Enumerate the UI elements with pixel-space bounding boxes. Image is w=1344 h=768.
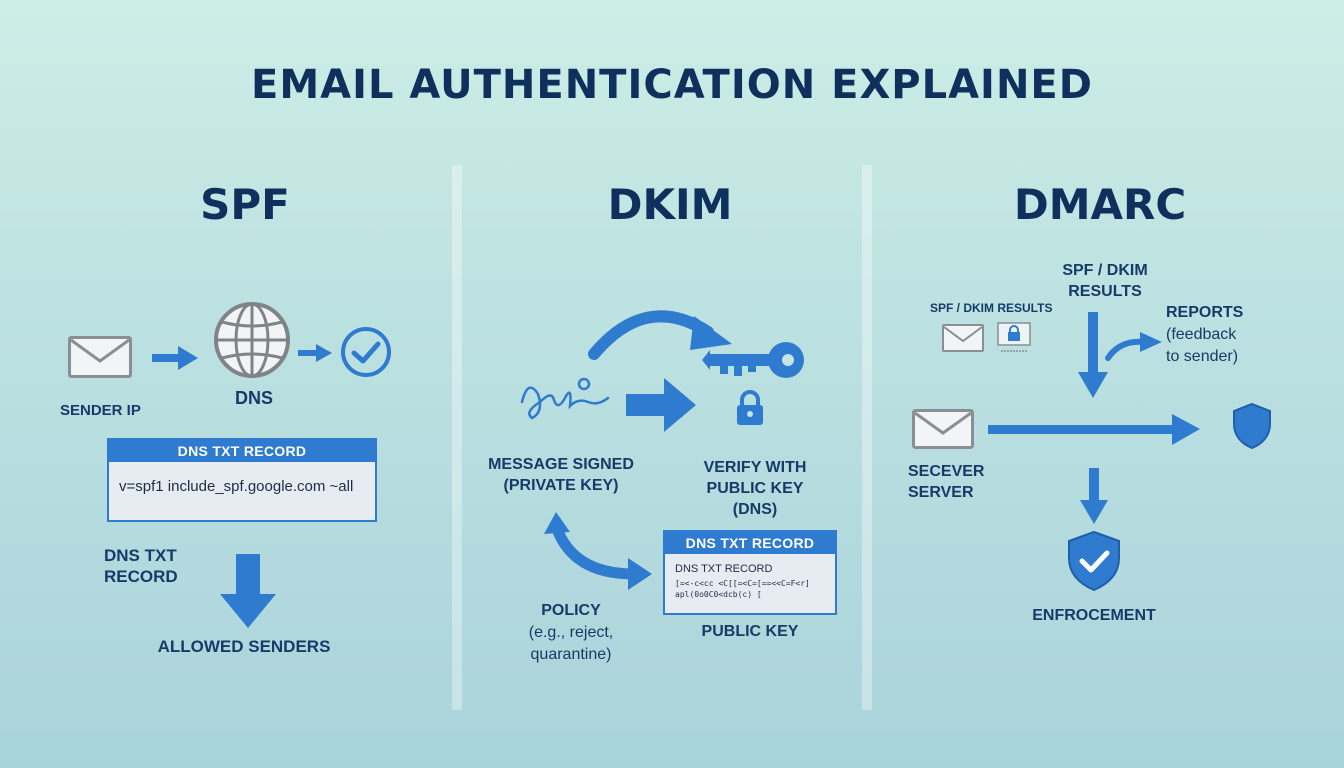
reports-label: REPORTS (feedback to sender) — [1166, 302, 1243, 368]
reports-line-3: to sender) — [1166, 348, 1239, 365]
dkim-record-line-1: [=<-c<cc <C[[=<C=[==<<C=F<r] — [675, 579, 810, 588]
arrow-down-icon — [1080, 468, 1108, 524]
curved-arrow-icon — [588, 310, 732, 360]
key-icon — [702, 342, 804, 378]
server-line-1: SECEVER — [908, 463, 985, 480]
check-circle-icon — [341, 327, 391, 377]
message-signed-line-1: MESSAGE SIGNED — [488, 456, 634, 473]
signature-icon — [520, 377, 610, 420]
column-divider-left — [452, 165, 462, 710]
policy-label: POLICY (e.g., reject, quarantine) — [500, 600, 642, 666]
spf-dkim-results-small-label: SPF / DKIM RESULTS — [930, 301, 1053, 315]
policy-line-1: POLICY — [541, 602, 601, 619]
dkim-heading: DKIM — [607, 180, 733, 229]
spf-dns-txt-record-box: DNS TXT RECORD v=spf1 include_spf.google… — [107, 438, 377, 522]
arrow-right-icon — [988, 414, 1200, 445]
dmarc-heading: DMARC — [1013, 180, 1187, 229]
record-header: DNS TXT RECORD — [665, 532, 835, 554]
dns-label: DNS — [234, 388, 273, 408]
lock-icon — [737, 390, 763, 425]
verify-line-1: VERIFY WITH — [703, 459, 807, 476]
reports-line-1: REPORTS — [1166, 304, 1244, 321]
public-key-label: PUBLIC KEY — [701, 623, 799, 640]
results-line-1: SPF / DKIM — [1062, 262, 1148, 279]
curved-arrow-icon — [1105, 332, 1162, 361]
envelope-icon — [912, 409, 974, 449]
reports-line-2: (feedback — [1166, 326, 1237, 343]
shield-check-icon — [1068, 530, 1120, 592]
results-line-2: RESULTS — [1068, 283, 1142, 300]
globe-icon — [214, 302, 290, 378]
server-line-2: SERVER — [908, 484, 974, 501]
curved-arrow-icon — [544, 512, 652, 590]
dns-txt-record-line-1: DNS TXT — [104, 546, 177, 565]
record-header: DNS TXT RECORD — [109, 440, 375, 462]
arrow-down-icon — [1078, 312, 1108, 398]
dns-txt-record-line-2: RECORD — [104, 567, 178, 586]
verify-line-2: PUBLIC KEY — [706, 480, 804, 497]
policy-line-2: (e.g., reject, — [528, 624, 614, 641]
arrow-right-icon — [298, 344, 332, 362]
message-signed-label: MESSAGE SIGNED (PRIVATE KEY) — [476, 454, 646, 496]
envelope-icon — [68, 336, 132, 378]
spf-heading: SPF — [200, 180, 290, 229]
envelope-lock-icon — [997, 322, 1031, 352]
policy-line-3: quarantine) — [530, 646, 612, 663]
envelope-icon — [942, 324, 984, 352]
page-title: EMAIL AUTHENTICATION EXPLAINED — [251, 62, 1093, 108]
column-divider-right — [862, 165, 872, 710]
spf-record-value: v=spf1 include_spf.google.com ~all — [119, 478, 354, 495]
allowed-senders-label: ALLOWED SENDERS — [157, 637, 331, 656]
dkim-record-line-2: apl(0o0C0<dcb(c) [ — [675, 590, 762, 599]
arrow-down-icon — [220, 554, 276, 628]
sender-ip-label: SENDER IP — [60, 402, 141, 419]
arrow-right-icon — [626, 378, 696, 432]
shield-icon — [1233, 402, 1271, 450]
enforcement-label: ENFROCEMENT — [1032, 607, 1156, 624]
spf-dkim-results-label: SPF / DKIM RESULTS — [1050, 260, 1160, 302]
verify-public-key-label: VERIFY WITH PUBLIC KEY (DNS) — [680, 457, 830, 520]
dns-txt-record-label: DNS TXT RECORD — [104, 545, 178, 587]
server-label: SECEVER SERVER — [908, 461, 984, 503]
arrow-right-icon — [152, 346, 198, 370]
verify-line-3: (DNS) — [732, 501, 778, 518]
dkim-dns-txt-record-box: DNS TXT RECORD DNS TXT RECORD [=<-c<cc <… — [663, 530, 837, 615]
dkim-record-title: DNS TXT RECORD — [675, 563, 773, 575]
message-signed-line-2: (PRIVATE KEY) — [503, 477, 619, 494]
